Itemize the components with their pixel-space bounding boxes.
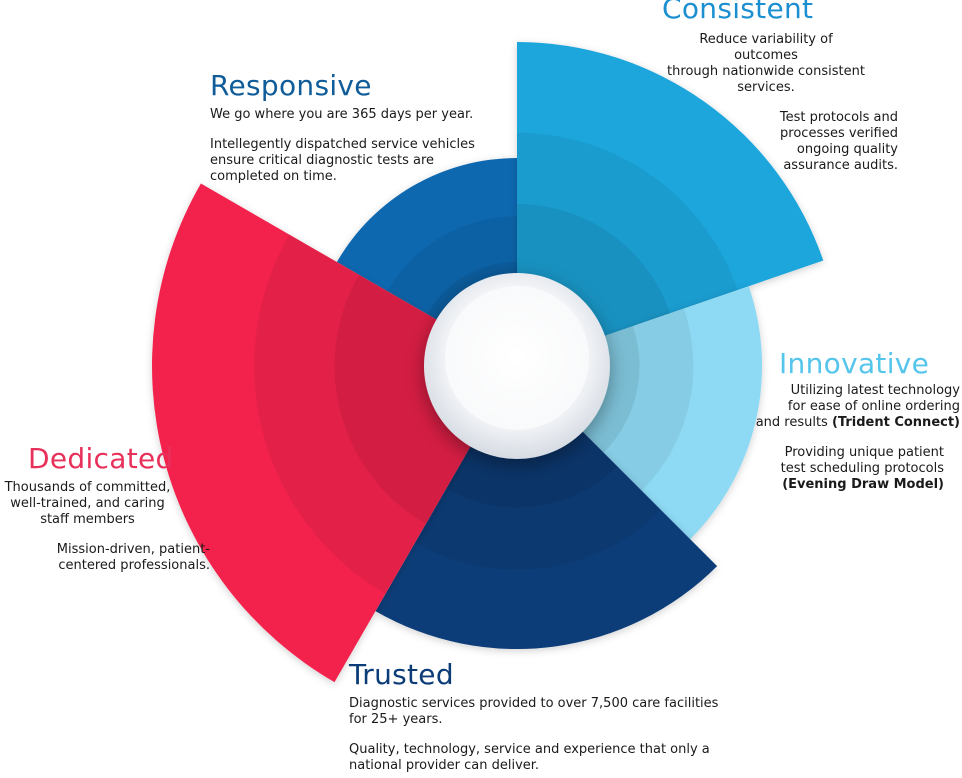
dedicated-title: Dedicated bbox=[28, 442, 174, 475]
segment-dedicated-band bbox=[334, 274, 517, 524]
innovative-description-line-3: and results bbox=[755, 415, 832, 430]
consistent-text-block: Consistent Reduce variability of outcome… bbox=[600, 0, 940, 174]
dedicated-description: Thousands of committed, well-trained, an… bbox=[4, 480, 171, 527]
innovative-model-name: (Evening Draw Model) bbox=[782, 477, 944, 492]
responsive-detail: Intellegently dispatched service vehicle… bbox=[210, 137, 475, 184]
segment-trusted bbox=[375, 366, 718, 650]
trusted-title: Trusted bbox=[349, 658, 454, 691]
trusted-detail: Quality, technology, service and experie… bbox=[349, 742, 710, 773]
innovative-text-block: Innovative Utilizing latest technology f… bbox=[740, 349, 962, 493]
innovative-description: Utilizing latest technology for ease of … bbox=[740, 383, 960, 431]
innovative-title: Innovative bbox=[779, 347, 930, 380]
innovative-product-name: (Trident Connect) bbox=[831, 415, 960, 430]
innovative-detail: Providing unique patient test scheduling… bbox=[764, 445, 944, 493]
center-hub-highlight bbox=[445, 286, 589, 430]
responsive-description: We go where you are 365 days per year. bbox=[210, 107, 474, 122]
responsive-text-block: Responsive We go where you are 365 days … bbox=[210, 71, 480, 185]
innovative-description-line-2: for ease of online ordering bbox=[787, 399, 960, 414]
innovative-detail-line-1: Providing unique patient bbox=[784, 445, 944, 460]
innovative-description-line-1: Utilizing latest technology bbox=[790, 383, 960, 398]
segment-consistent bbox=[517, 42, 824, 366]
consistent-title: Consistent bbox=[662, 0, 814, 25]
trusted-description: Diagnostic services provided to over 7,5… bbox=[349, 696, 719, 727]
consistent-detail: Test protocols and processes verified on… bbox=[779, 110, 898, 173]
consistent-description: Reduce variability of outcomes through n… bbox=[667, 32, 865, 95]
segment-dedicated bbox=[151, 183, 518, 683]
segment-trusted-band bbox=[415, 366, 662, 570]
responsive-title: Responsive bbox=[210, 69, 372, 102]
dedicated-detail: Mission-driven, patient- centered profes… bbox=[56, 542, 210, 573]
segment-dedicated-band bbox=[254, 234, 517, 594]
dedicated-text-block: Dedicated Thousands of committed, well-t… bbox=[0, 444, 215, 574]
trusted-text-block: Trusted Diagnostic services provided to … bbox=[349, 660, 719, 774]
innovative-detail-line-2: test scheduling protocols bbox=[780, 461, 944, 476]
